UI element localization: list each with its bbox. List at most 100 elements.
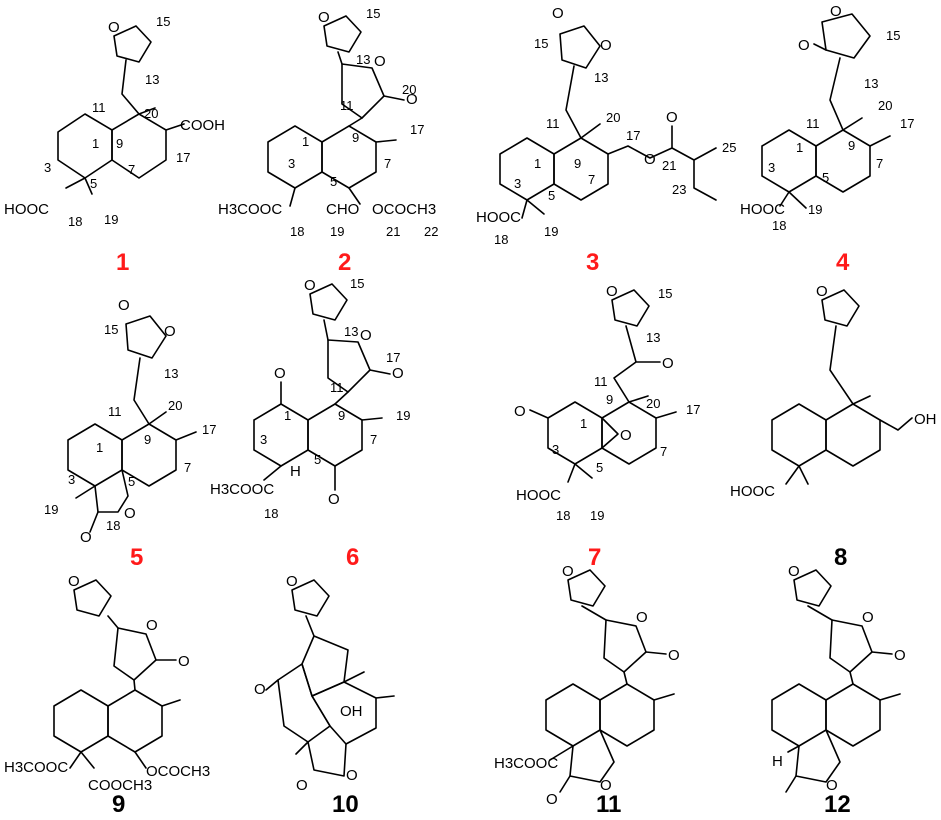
locant: 22 xyxy=(424,224,438,239)
side-chain xyxy=(69,615,181,769)
lactone-ring-upper xyxy=(829,619,873,673)
compound-number: 7 xyxy=(588,544,601,571)
atom-label: OCOCH3 xyxy=(372,201,436,218)
locant: 5 xyxy=(314,452,321,467)
locant: 15 xyxy=(658,286,672,301)
side-chain xyxy=(785,605,901,793)
locant: 5 xyxy=(822,170,829,185)
atom-label: O xyxy=(392,365,404,382)
atom-label: O xyxy=(178,653,190,670)
locant: 9 xyxy=(338,408,345,423)
atom-label: O xyxy=(862,609,874,626)
atom-label: OH xyxy=(340,703,363,720)
ring-b xyxy=(107,689,163,753)
c4-substituents xyxy=(521,199,545,219)
atom-label: HOOC xyxy=(476,209,521,226)
locant: 9 xyxy=(606,392,613,407)
ring-a xyxy=(53,689,109,753)
compound-number: 2 xyxy=(338,249,351,276)
furan-ring xyxy=(567,569,606,607)
structure-12: O O O O H 12 xyxy=(771,563,906,818)
locant: 9 xyxy=(144,432,151,447)
butenolide-ring xyxy=(125,315,167,359)
atom-label: O xyxy=(274,365,286,382)
c5-methyl xyxy=(65,177,93,195)
furan-ring xyxy=(611,289,650,327)
locant: 18 xyxy=(556,508,570,523)
locant: 13 xyxy=(864,76,878,91)
structure-11: O O O O O H3COOC 11 xyxy=(494,563,680,818)
structure-4: O O HOOC 15 13 11 20 9 17 1 3 7 5 18 19 … xyxy=(740,3,914,276)
locant: 20 xyxy=(402,82,416,97)
lactone-ring-upper xyxy=(603,619,647,673)
atom-label: COOH xyxy=(180,117,225,134)
locant: 13 xyxy=(646,330,660,345)
lactone-ring xyxy=(341,63,385,119)
atom-label: O xyxy=(514,403,526,420)
compound-number: 4 xyxy=(836,249,850,276)
locant: 13 xyxy=(344,324,358,339)
atom-label: HOOC xyxy=(740,201,785,218)
locant: 13 xyxy=(356,52,370,67)
locant: 15 xyxy=(104,322,118,337)
locant: 11 xyxy=(594,374,608,389)
side-chain xyxy=(785,325,913,485)
side-chain xyxy=(289,51,405,207)
side-chain xyxy=(529,325,677,483)
atom-label: H3COOC xyxy=(4,759,68,776)
locant: 20 xyxy=(646,396,660,411)
locant: 11 xyxy=(340,98,354,113)
locant: 17 xyxy=(626,128,640,143)
atom-label: H xyxy=(772,753,783,770)
locant: 19 xyxy=(44,502,58,517)
ring-b xyxy=(825,403,881,467)
locant: 1 xyxy=(92,136,99,151)
locant: 3 xyxy=(68,472,75,487)
locant: 19 xyxy=(104,212,118,227)
ring-a xyxy=(771,683,827,747)
atom-label: O xyxy=(600,37,612,54)
compound-number: 10 xyxy=(332,791,359,818)
locant: 3 xyxy=(768,160,775,175)
atom-label: O xyxy=(118,297,130,314)
structure-3: O O O O HOOC 15 13 11 20 17 9 1 21 25 7 … xyxy=(476,5,736,276)
locant: 11 xyxy=(330,380,344,395)
atom-label: O xyxy=(830,3,842,20)
locant: 18 xyxy=(290,224,304,239)
atom-label: O xyxy=(644,151,656,168)
ring-a xyxy=(771,403,827,467)
atom-label: O xyxy=(328,491,340,508)
atom-label: O xyxy=(286,573,298,590)
locant: 9 xyxy=(574,156,581,171)
side-chain xyxy=(779,43,891,209)
atom-label: O xyxy=(360,327,372,344)
butenolide-ring xyxy=(559,25,601,69)
side-chain xyxy=(265,615,395,755)
compound-number: 6 xyxy=(346,544,359,571)
locant: 7 xyxy=(128,162,135,177)
butenolide-ring xyxy=(821,13,871,59)
structure-2: O O O H3COOC CHO OCOCH3 15 13 20 11 17 1… xyxy=(218,6,438,276)
atom-label: HOOC xyxy=(4,201,49,218)
locant: 19 xyxy=(808,202,822,217)
side-chain xyxy=(121,59,185,131)
compound-number: 3 xyxy=(586,249,599,276)
locant: 3 xyxy=(288,156,295,171)
locant: 13 xyxy=(145,72,159,87)
atom-label: O xyxy=(552,5,564,22)
atom-label: O xyxy=(666,109,678,126)
atom-label: O xyxy=(788,563,800,580)
locant: 19 xyxy=(396,408,410,423)
locant: 17 xyxy=(176,150,190,165)
locant: 5 xyxy=(330,174,337,189)
atom-label: O xyxy=(146,617,158,634)
locant: 11 xyxy=(546,116,560,131)
locant: 3 xyxy=(552,442,559,457)
locant: 7 xyxy=(370,432,377,447)
structure-10: O O OH O O 10 xyxy=(254,573,395,818)
atom-label: O xyxy=(304,277,316,294)
locant: 18 xyxy=(772,218,786,233)
locant: 7 xyxy=(184,460,191,475)
